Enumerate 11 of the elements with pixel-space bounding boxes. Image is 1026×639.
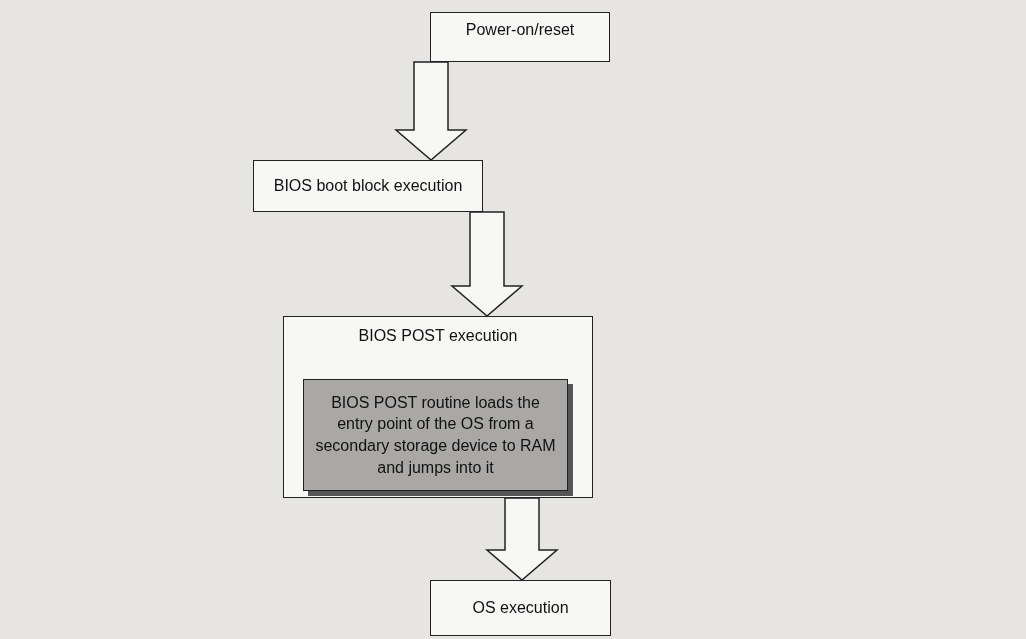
process-box [430, 580, 611, 636]
block-arrow [393, 61, 469, 161]
step-text: BIOS POST execution [358, 327, 518, 345]
block-arrow [449, 211, 525, 317]
process-box [253, 160, 483, 212]
step-text: Power-on/reset [465, 21, 575, 39]
process-box [430, 12, 610, 62]
step-text: OS execution [472, 599, 569, 617]
process-box [283, 316, 593, 498]
step-text: BIOS POST routine loads the entry point of the OS from a secondary storage device to RAM and jumps into it [314, 392, 557, 478]
step-text: BIOS boot block execution [273, 177, 463, 195]
